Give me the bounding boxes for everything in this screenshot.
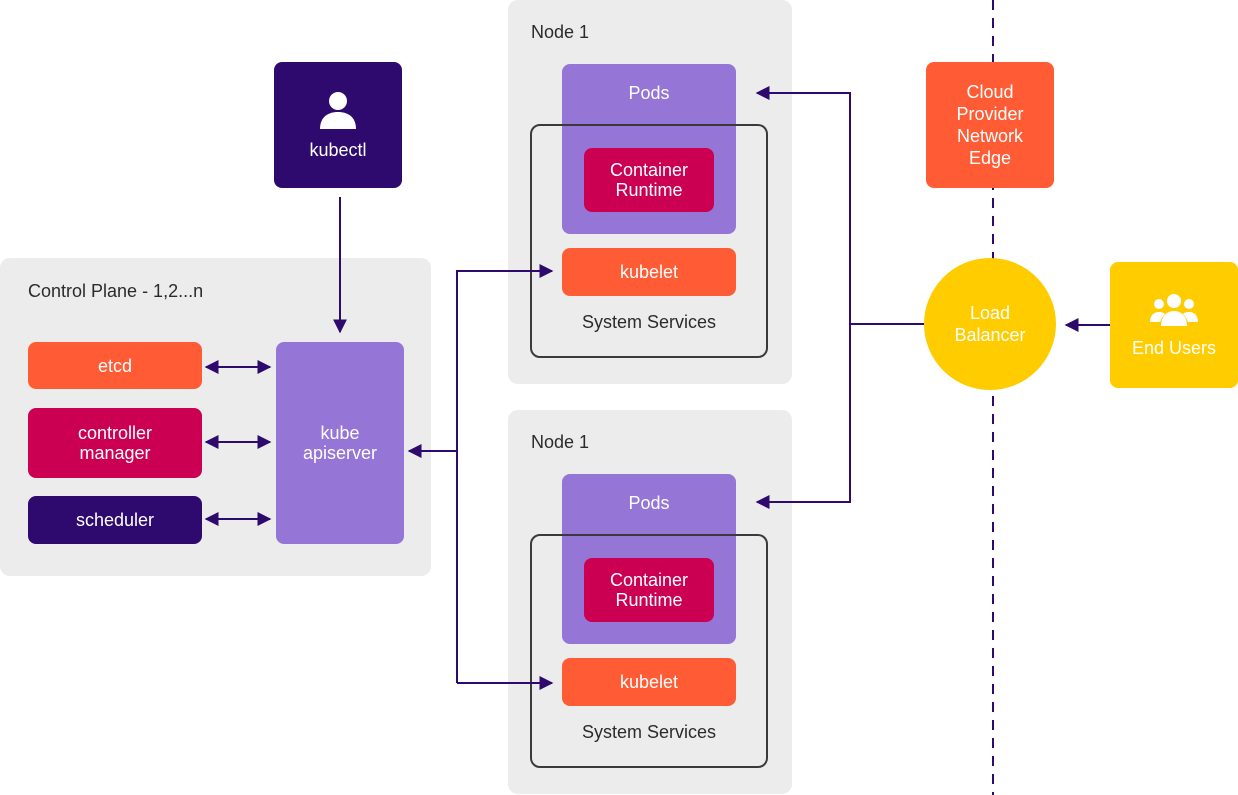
- pods-label-bottom: Pods: [628, 493, 670, 513]
- kubelet-box-top[interactable]: kubelet: [562, 248, 736, 296]
- control-plane-title: Control Plane - 1,2...n: [28, 281, 204, 301]
- etcd-box[interactable]: etcd: [28, 342, 202, 389]
- system-services-label-top: System Services: [581, 312, 717, 332]
- users-group-icon: [1150, 294, 1198, 326]
- pods-label-top: Pods: [628, 83, 670, 103]
- kube-apiserver-box[interactable]: kube apiserver: [276, 342, 404, 544]
- container-runtime-box-bottom[interactable]: Container Runtime: [584, 558, 714, 622]
- end-users-box[interactable]: End Users: [1110, 262, 1238, 388]
- load-balancer-circle[interactable]: Load Balancer: [924, 258, 1056, 390]
- end-users-label: End Users: [1131, 338, 1217, 358]
- kubelet-box-bottom[interactable]: kubelet: [562, 658, 736, 706]
- system-services-label-bottom: System Services: [581, 722, 717, 742]
- container-runtime-box-top[interactable]: Container Runtime: [584, 148, 714, 212]
- scheduler-box[interactable]: scheduler: [28, 496, 202, 544]
- kubectl-box[interactable]: kubectl: [274, 62, 402, 188]
- node-title-bottom: Node 1: [531, 432, 590, 452]
- controller-manager-box[interactable]: controller manager: [28, 408, 202, 478]
- kubectl-label: kubectl: [309, 140, 367, 160]
- cloud-provider-edge-box: Cloud Provider Network Edge: [926, 62, 1054, 188]
- user-icon: [320, 92, 356, 129]
- node-title-top: Node 1: [531, 22, 590, 42]
